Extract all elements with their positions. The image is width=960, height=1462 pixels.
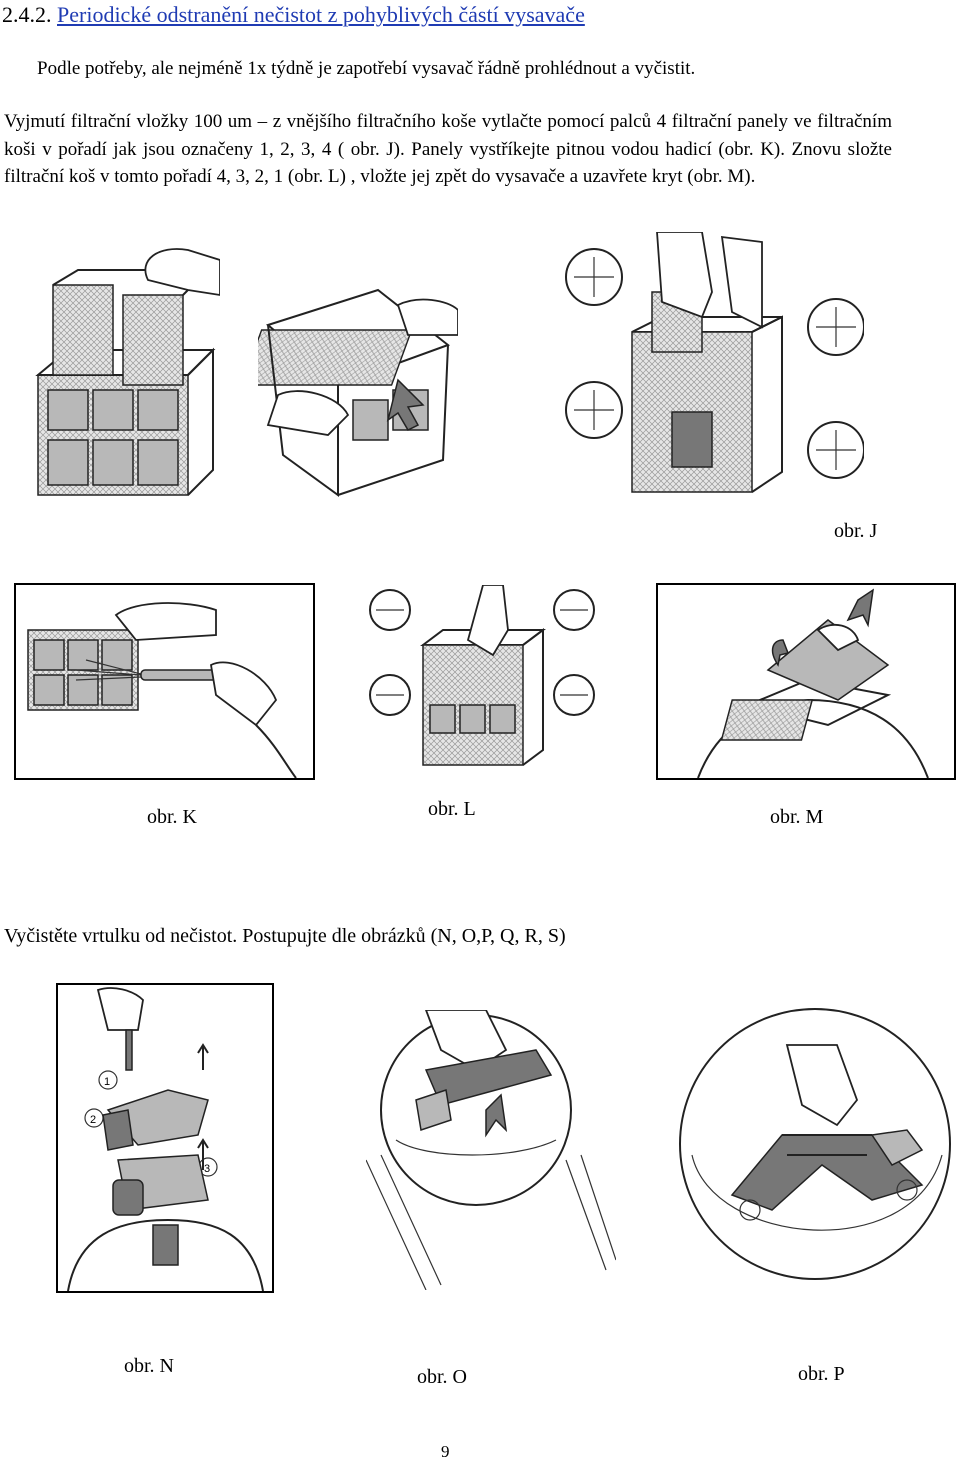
- page-number: 9: [441, 1442, 450, 1461]
- caption-p: obr. P: [798, 1363, 845, 1385]
- caption-k: obr. K: [147, 806, 197, 828]
- figure-j-lifting-panel: [562, 232, 864, 510]
- caption-m: obr. M: [770, 806, 824, 828]
- step-label-1: 1: [104, 1076, 110, 1088]
- figure-k-spraying-panel: [14, 583, 315, 780]
- section-title-link[interactable]: Periodické odstranění nečistot z pohybli…: [57, 2, 585, 27]
- caption-j: obr. J: [834, 520, 878, 542]
- section2-text: Vyčistěte vrtulku od nečistot. Postupujt…: [4, 925, 566, 947]
- intro-text: Podle potřeby, ale nejméně 1x týdně je z…: [37, 58, 696, 79]
- figure-j-basket-removal: [28, 240, 220, 510]
- caption-o: obr. O: [417, 1366, 467, 1388]
- step-label-2: 2: [90, 1114, 96, 1126]
- figure-p-removing-propeller: [672, 1005, 958, 1283]
- caption-l: obr. L: [428, 798, 476, 820]
- section-heading: 2.4.2. Periodické odstranění nečistot z …: [2, 2, 585, 28]
- figure-n-disassembly: 1 2 3: [56, 983, 274, 1293]
- instructions-paragraph: Vyjmutí filtrační vložky 100 um – z vněj…: [4, 111, 892, 187]
- figure-j-pushing-panel: [258, 285, 458, 500]
- figure-l-reassembly: [368, 585, 596, 775]
- figure-o-lifting-cover: [366, 1010, 616, 1290]
- figure-m-closing-cover: [656, 583, 956, 780]
- step-label-3: 3: [204, 1163, 210, 1175]
- section-number: 2.4.2.: [2, 2, 52, 27]
- caption-n: obr. N: [124, 1355, 174, 1377]
